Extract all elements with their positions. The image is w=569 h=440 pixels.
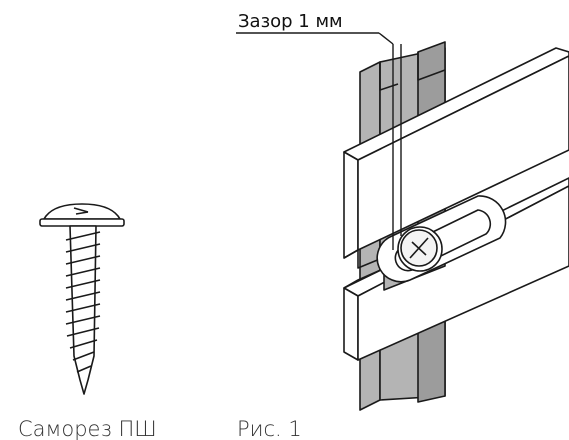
screw-caption: Саморез ПШ xyxy=(18,417,157,440)
figure-caption: Рис. 1 xyxy=(237,417,302,440)
screw-illustration xyxy=(39,203,125,395)
gap-indicator xyxy=(236,32,402,250)
gap-label: Зазор 1 мм xyxy=(238,11,343,32)
panel-upper-face xyxy=(357,55,569,251)
panel-upper-front xyxy=(343,151,359,259)
screw-head xyxy=(43,203,121,220)
screw-threads xyxy=(65,231,101,373)
screw-head-in-slot xyxy=(397,226,443,272)
panel-lower-front xyxy=(343,287,359,361)
